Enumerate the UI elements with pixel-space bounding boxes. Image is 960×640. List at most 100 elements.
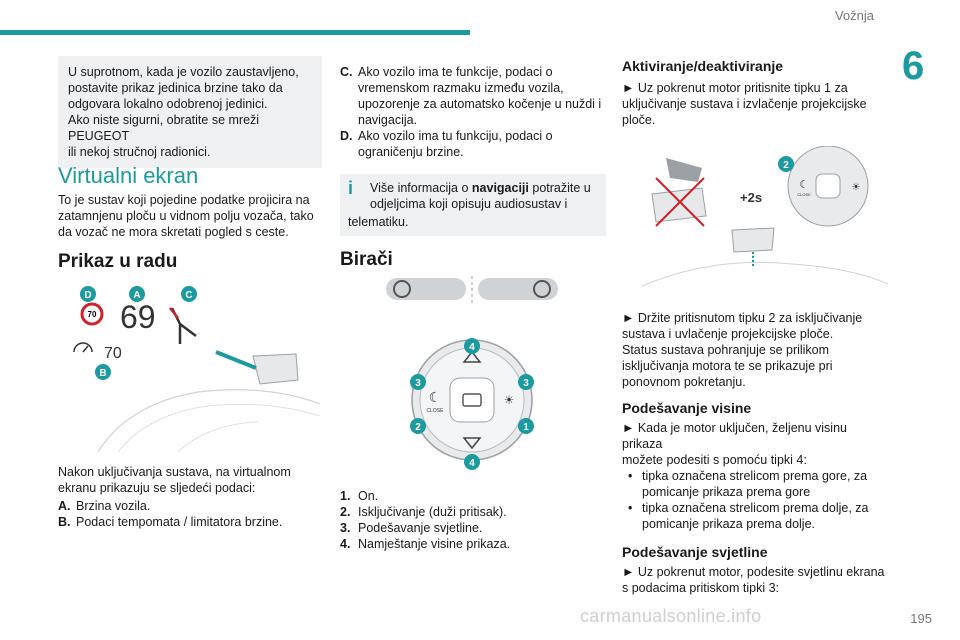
sun-icon: ☀ (852, 182, 861, 193)
label-badge-c: C (181, 286, 197, 302)
steering-wheel-icon (533, 280, 551, 298)
hud-figure: 70 69 70 D A C B (73, 286, 321, 453)
list-item: C. Ako vozilo ima te funkcije, podaci o … (340, 65, 602, 127)
badge-2: 2 (778, 156, 794, 172)
paragraph-line: s podacima pritiskom tipki 3: (622, 581, 780, 595)
paragraph-line: ► Držite pritisnutom tipku 2 za isključi… (622, 311, 863, 325)
svg-text:C: C (185, 290, 192, 301)
badge-4-bottom: 4 (464, 454, 480, 470)
intro-line: zatamnjenu ploču u vidnom polju vozača, … (58, 209, 314, 223)
speed-limit-sign (80, 302, 104, 326)
steering-diagram-right (478, 278, 558, 300)
svg-text:3: 3 (415, 378, 421, 389)
list-item: B.Podaci tempomata / limitatora brzine. (58, 515, 283, 529)
page-title: Virtualni ekran (58, 163, 199, 188)
paragraph-line: možete podesiti s pomoću tipki 4: (622, 453, 807, 467)
controls-figure: ☾ CLOSE ☀ 4 3 3 2 1 4 (386, 276, 558, 470)
note-line: U suprotnom, kada je vozilo zaustavljeno… (68, 65, 299, 79)
info-box: i Više informacija o navigaciji potražit… (340, 174, 606, 218)
paragraph-line: isključivanja motora te se prikazuje pri (622, 359, 833, 373)
page-number: 195 (910, 611, 932, 626)
list-item: 4.Namještanje visine prikaza. (340, 537, 511, 551)
svg-text:A: A (133, 290, 140, 301)
note-line: postavite prikaz jedinica brzine tako da (68, 81, 283, 95)
svg-text:D: D (84, 290, 91, 301)
paragraph-line: ► Kada je motor uključen, željenu visinu… (622, 421, 847, 451)
legend-intro-line: Nakon uključivanja sustava, na virtualno… (58, 465, 291, 479)
intro-line: da vozač ne mora skretati pogled s ceste… (58, 225, 289, 239)
svg-text:4: 4 (469, 342, 475, 353)
badge-3-right: 3 (518, 374, 534, 390)
projection-panel (651, 187, 707, 223)
list-item: 2.Isključivanje (duži pritisak). (340, 505, 507, 519)
hand-icon (666, 158, 702, 182)
cross-icon (655, 177, 705, 227)
label-badge-d: D (80, 286, 96, 302)
intro-line: To je sustav koji pojedine podatke proji… (58, 193, 310, 207)
paragraph-line: Status sustava pohranjuje se prilikom (622, 343, 830, 357)
section-title: Vožnja (834, 8, 874, 23)
section-heading-display: Prikaz u radu (58, 251, 178, 272)
cruise-speed-value: 70 (104, 345, 122, 362)
paragraph-line: ► Uz pokrenut motor, podesite svjetlinu … (622, 565, 885, 579)
section-heading-controls: Birači (340, 249, 393, 270)
list-item: • tipka označena strelicom prema dolje, … (628, 501, 869, 531)
column-2: C. Ako vozilo ima te funkcije, podaci o … (340, 64, 606, 270)
dashboard-outline (117, 403, 321, 453)
paragraph-line: sustava i uvlačenje projekcijske ploče. (622, 327, 834, 341)
dashboard-outline (641, 261, 889, 287)
badge-1: 1 (518, 418, 534, 434)
height-heading: Podešavanje visine (622, 400, 752, 416)
press-duration-label: +2s (740, 190, 762, 205)
moon-icon: ☾ (429, 390, 442, 406)
list-item: • tipka označena strelicom prema gore, z… (628, 469, 868, 499)
controls-legend: 1.On. 2.Isključivanje (duži pritisak). 3… (340, 488, 606, 552)
column-3: Aktiviranje/deaktiviranje ► Uz pokrenut … (622, 58, 890, 128)
dashboard-outline (177, 421, 259, 453)
note-box: U suprotnom, kada je vozilo zaustavljeno… (58, 56, 322, 168)
legend-intro-line: ekranu prikazuju se sljedeći podaci: (58, 481, 256, 495)
watermark: carmanualsonline.info (580, 606, 762, 626)
svg-text:2: 2 (783, 160, 789, 171)
column-3-body: ► Držite pritisnutom tipku 2 za isključi… (622, 310, 890, 596)
moon-icon: ☾ (799, 178, 809, 191)
hud-icon (462, 393, 482, 407)
note-line: odgovara lokalno odobrenoj jedinici. (68, 97, 268, 111)
sun-icon: ☀ (504, 393, 515, 407)
speed-limit-value: 70 (88, 310, 97, 319)
virtual-screen-section: Virtualni ekran To je sustav koji pojedi… (58, 163, 322, 272)
badge-2: 2 (410, 418, 426, 434)
steering-wheel-icon (393, 280, 411, 298)
dashboard-outline (97, 389, 321, 453)
control-pad-partial: ☾ CLOSE ☀ (787, 146, 869, 227)
activation-heading: Aktiviranje/deaktiviranje (622, 58, 784, 74)
badge-3-left: 3 (410, 374, 426, 390)
chapter-number: 6 (902, 44, 925, 88)
paragraph-line: ploče. (622, 113, 656, 127)
svg-text:4: 4 (469, 458, 475, 469)
badge-4-top: 4 (464, 338, 480, 354)
label-badge-b: B (95, 364, 111, 380)
list-item: A.Brzina vozila. (58, 499, 151, 513)
deactivation-figure: +2s ☾ CLOSE ☀ 2 (641, 146, 889, 287)
arrow-up-icon (462, 350, 482, 363)
info-icon: i (348, 178, 354, 198)
control-pad: ☾ CLOSE ☀ (411, 339, 533, 461)
paragraph-line: ► Uz pokrenut motor pritisnite tipku 1 z… (622, 81, 848, 95)
paragraph-line: uključivanje sustava i izvlačenje projek… (622, 97, 867, 111)
close-label: CLOSE (427, 408, 445, 414)
svg-text:3: 3 (523, 378, 529, 389)
brightness-heading: Podešavanje svjetline (622, 544, 768, 560)
svg-text:1: 1 (523, 422, 529, 433)
header-accent-bar (0, 30, 470, 35)
list-item: 3.Podešavanje svjetline. (340, 521, 483, 535)
column-1: U suprotnom, kada je vozilo zaustavljeno… (58, 56, 322, 168)
projection-panel (252, 353, 299, 385)
info-line: telematiku. (340, 214, 606, 236)
list-item: 1.On. (340, 489, 379, 503)
cruise-control-icon (73, 342, 93, 353)
svg-text:2: 2 (415, 422, 421, 433)
arrow-down-icon (462, 437, 482, 450)
note-line: Ako niste sigurni, obratite se mreži PEU… (68, 113, 260, 143)
list-item: D. Ako vozilo ima tu funkciju, podaci o … (340, 129, 553, 159)
